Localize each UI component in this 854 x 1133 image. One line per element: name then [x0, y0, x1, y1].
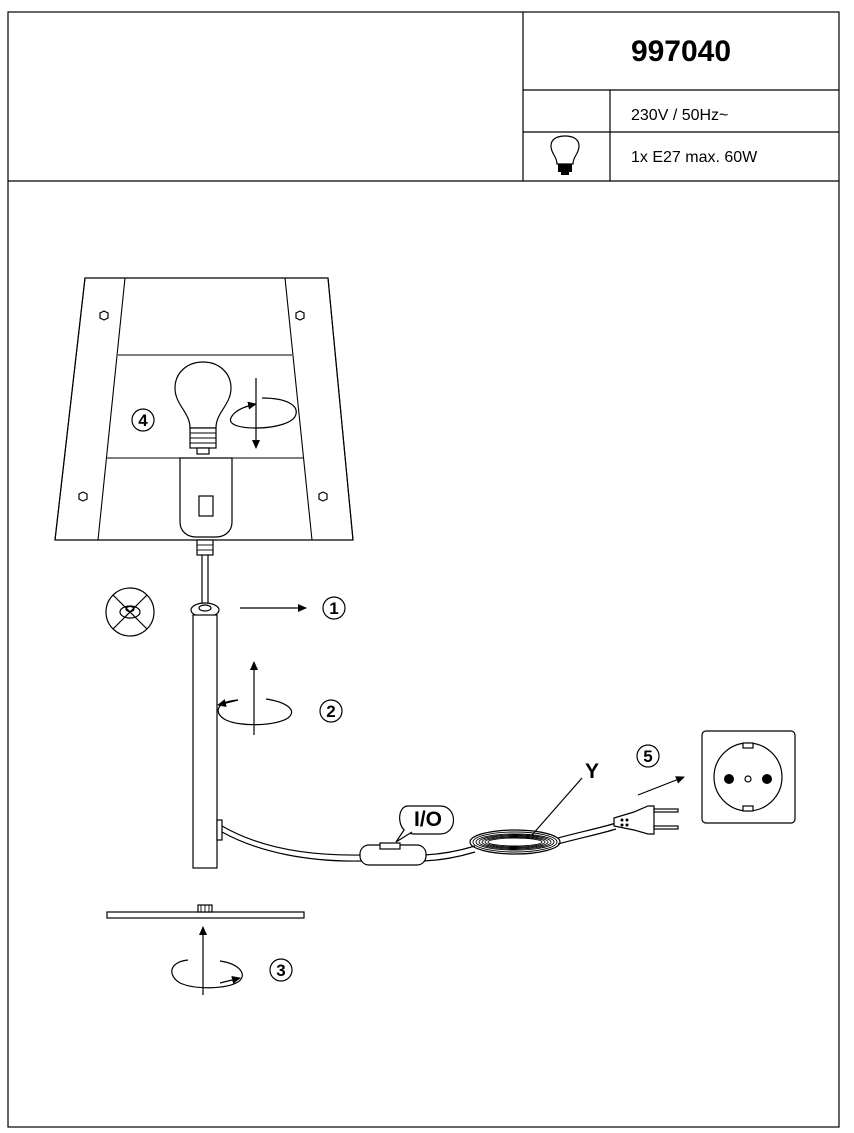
plug-icon: [613, 805, 679, 835]
cable-pointer-line: [531, 777, 583, 836]
model-number: 997040: [631, 35, 731, 68]
shade-screw-icon: [78, 310, 328, 502]
step5-badge: 5: [636, 744, 660, 768]
light-bulb-icon: [174, 361, 232, 455]
step3-badge: 3: [269, 958, 293, 982]
step4-badge: 4: [131, 408, 155, 432]
prohibited-circle-icon: [105, 587, 155, 637]
page-border: [7, 11, 840, 1128]
header-table: 997040 230V / 50Hz~ 1x E27 max. 60W: [7, 11, 840, 1128]
step2-badge: 2: [319, 699, 343, 723]
light-bulb-icon: [550, 135, 580, 175]
svg-text:4: 4: [138, 411, 148, 430]
inline-switch: [359, 842, 427, 866]
svg-text:5: 5: [643, 747, 652, 766]
bulb-spec: 1x E27 max. 60W: [631, 149, 758, 166]
rotate-arrow-icon: [171, 926, 243, 995]
threaded-rod: [201, 555, 209, 603]
voltage-spec: 230V / 50Hz~: [631, 107, 728, 124]
cable-coil: [469, 829, 561, 855]
switch-label: I/O: [414, 808, 442, 831]
switch-callout: I/O: [395, 805, 455, 843]
svg-text:3: 3: [276, 961, 285, 980]
step5-arrow: [637, 776, 685, 796]
step1-badge: 1: [322, 596, 346, 620]
cable-label: Y: [585, 760, 599, 783]
lamp-body: [192, 614, 223, 869]
rotate-arrow-icon: [229, 378, 297, 449]
power-cable: [221, 822, 617, 862]
svg-text:2: 2: [326, 702, 335, 721]
svg-text:1: 1: [329, 599, 338, 618]
lamp-socket: [179, 457, 233, 556]
schuko-socket-icon: [701, 730, 796, 824]
base-plate: [106, 904, 305, 919]
rotate-arrow-icon: [217, 661, 293, 735]
nut: [190, 602, 220, 618]
